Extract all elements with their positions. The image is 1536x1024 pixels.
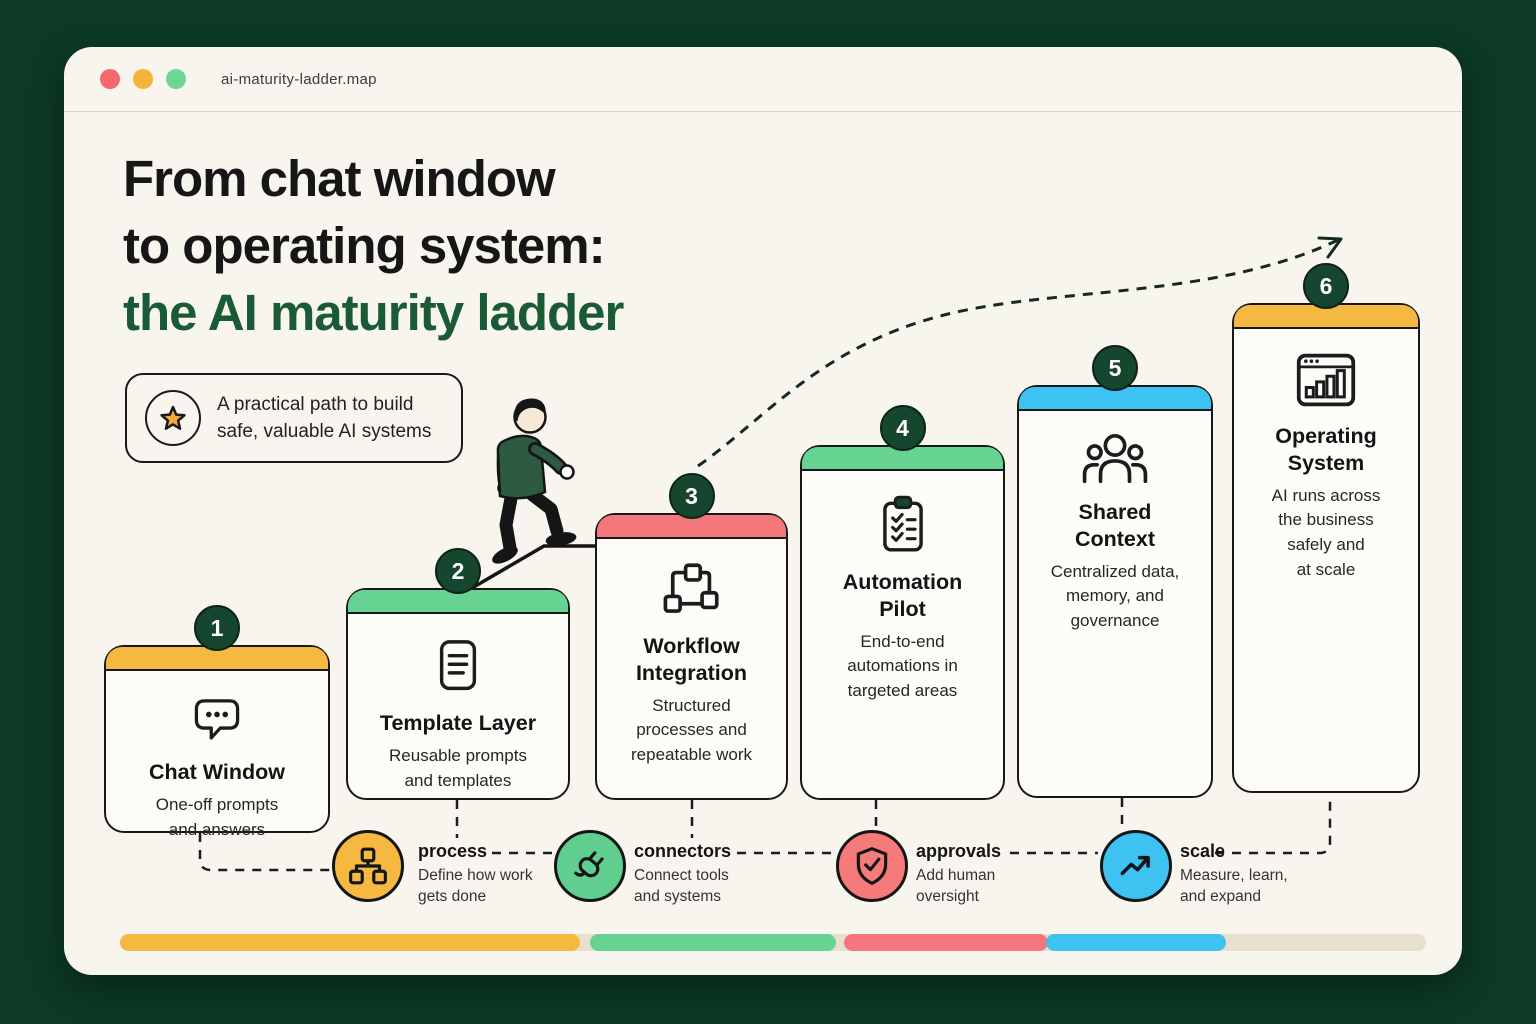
- person-hair: [514, 398, 546, 422]
- connector-scale-to-card6: [1215, 794, 1332, 855]
- document-icon: [439, 640, 477, 691]
- step-number-badge: 3: [668, 473, 715, 519]
- step-description: Reusable prompts and templates: [389, 745, 527, 790]
- step-title: Shared Context: [1074, 500, 1156, 551]
- flowchart-icon: [663, 563, 719, 613]
- step-card-2: 2 Template Layer Reusable prompts and te…: [346, 548, 570, 800]
- window-title: ai-maturity-ladder.map: [221, 70, 377, 88]
- legend-label: connectors: [634, 841, 732, 861]
- legend-item-scale: scale Measure, learn, and expand: [1180, 841, 1330, 907]
- step-title: Chat Window: [149, 760, 285, 784]
- legend-circle-scale: [1100, 830, 1172, 902]
- step-title: Operating System: [1275, 424, 1377, 475]
- page-title-line-1: From chat window: [123, 150, 556, 207]
- legend-circle-connectors: [554, 830, 626, 902]
- step-card-3: 3 Workflow Integration Structured proces…: [595, 473, 788, 800]
- person-back-shoe: [492, 546, 518, 564]
- card-accent-bar: [106, 647, 328, 671]
- legend-circle-approvals: [836, 830, 908, 902]
- person-back-leg: [499, 486, 519, 555]
- card-accent-bar: [348, 590, 568, 614]
- page-title-line-2: to operating system:: [123, 217, 606, 274]
- browser-chart-icon: [1296, 353, 1356, 407]
- step-number-badge: 2: [435, 548, 481, 594]
- checklist-clipboard-icon: [882, 495, 923, 552]
- card-accent-bar: [1019, 387, 1211, 411]
- close-window-button[interactable]: [100, 69, 120, 89]
- chat-bubble-icon: [194, 699, 240, 740]
- progress-segment-3: [844, 934, 1048, 951]
- legend-label: approvals: [916, 841, 1002, 861]
- card-accent-bar: [597, 515, 786, 539]
- intro-badge-text: A practical path to build safe, valuable…: [217, 394, 432, 442]
- window-titlebar: ai-maturity-ladder.map: [64, 47, 1462, 112]
- connector-card1-to-process: [198, 833, 331, 872]
- growth-arrow-head: [1317, 236, 1343, 259]
- step-description: Centralized data, memory, and governance: [1050, 561, 1180, 631]
- legend-label: process: [418, 841, 488, 861]
- step-card-4: 4 Automation Pilot End-to-end automation…: [800, 405, 1005, 800]
- legend-description: Measure, learn, and expand: [1180, 867, 1288, 905]
- plug-icon: [574, 851, 604, 878]
- card-accent-bar: [802, 447, 1003, 471]
- minimize-window-button[interactable]: [133, 69, 153, 89]
- legend-description: Define how work gets done: [418, 867, 533, 905]
- person-front-hand: [559, 464, 575, 480]
- step-number-badge: 4: [879, 405, 926, 451]
- person-front-leg: [523, 486, 564, 538]
- step-description: One-off prompts and answers: [155, 794, 279, 839]
- card-accent-bar: [1234, 305, 1418, 329]
- org-chart-icon: [349, 847, 387, 885]
- person-front-shoe: [545, 532, 577, 546]
- step-title: Workflow Integration: [635, 634, 748, 685]
- growth-arrow: [697, 236, 1343, 468]
- legend-description: Add human oversight: [916, 867, 996, 905]
- diagram-canvas: From chat window to operating system: th…: [64, 47, 1462, 975]
- progress-segment-1: [120, 934, 580, 951]
- legend-item-process: process Define how work gets done: [418, 841, 568, 907]
- step-description: End-to-end automations in targeted areas: [847, 631, 958, 701]
- people-group-icon: [1082, 433, 1148, 484]
- step-number-badge: 1: [194, 605, 240, 651]
- step-title: Automation Pilot: [842, 570, 963, 621]
- legend-label: scale: [1180, 841, 1226, 861]
- shield-check-icon: [856, 847, 888, 885]
- intro-badge: A practical path to build safe, valuable…: [125, 373, 463, 463]
- climbing-person-illustration: [492, 398, 577, 564]
- step-description: AI runs across the business safely and a…: [1271, 485, 1381, 579]
- step-number-badge: 5: [1092, 345, 1138, 391]
- step-title: Template Layer: [379, 711, 537, 735]
- star-circle: [145, 390, 201, 446]
- staircase-slope-line: [471, 544, 595, 590]
- legend-description: Connect tools and systems: [634, 867, 729, 905]
- legend-circle-process: [332, 830, 404, 902]
- dashed-connector-lines: [198, 794, 1332, 872]
- page-title: From chat window to operating system: th…: [123, 145, 624, 346]
- progress-segment-4: [1046, 934, 1226, 951]
- step-card-6: 6 Operating System AI r: [1232, 263, 1420, 793]
- trend-up-icon: [1120, 855, 1150, 876]
- step-description: Structured processes and repeatable work: [631, 695, 752, 765]
- maturity-progress-bar: [120, 934, 1426, 951]
- progress-segment-2: [590, 934, 836, 951]
- step-number-badge: 6: [1303, 263, 1349, 309]
- step-card-1: 1 Chat Window One-off prompts and answer…: [104, 605, 330, 839]
- legend-item-approvals: approvals Add human oversight: [916, 841, 1066, 907]
- legend-item-connectors: connectors Connect tools and systems: [634, 841, 784, 907]
- page-title-line-3: the AI maturity ladder: [123, 284, 624, 341]
- star-icon: [160, 405, 186, 430]
- app-window: ai-maturity-ladder.map: [64, 47, 1462, 975]
- diagram-overlay: [198, 236, 1343, 872]
- zoom-window-button[interactable]: [166, 69, 186, 89]
- step-card-5: 5 Shared Context Centralized data, memor…: [1017, 345, 1213, 798]
